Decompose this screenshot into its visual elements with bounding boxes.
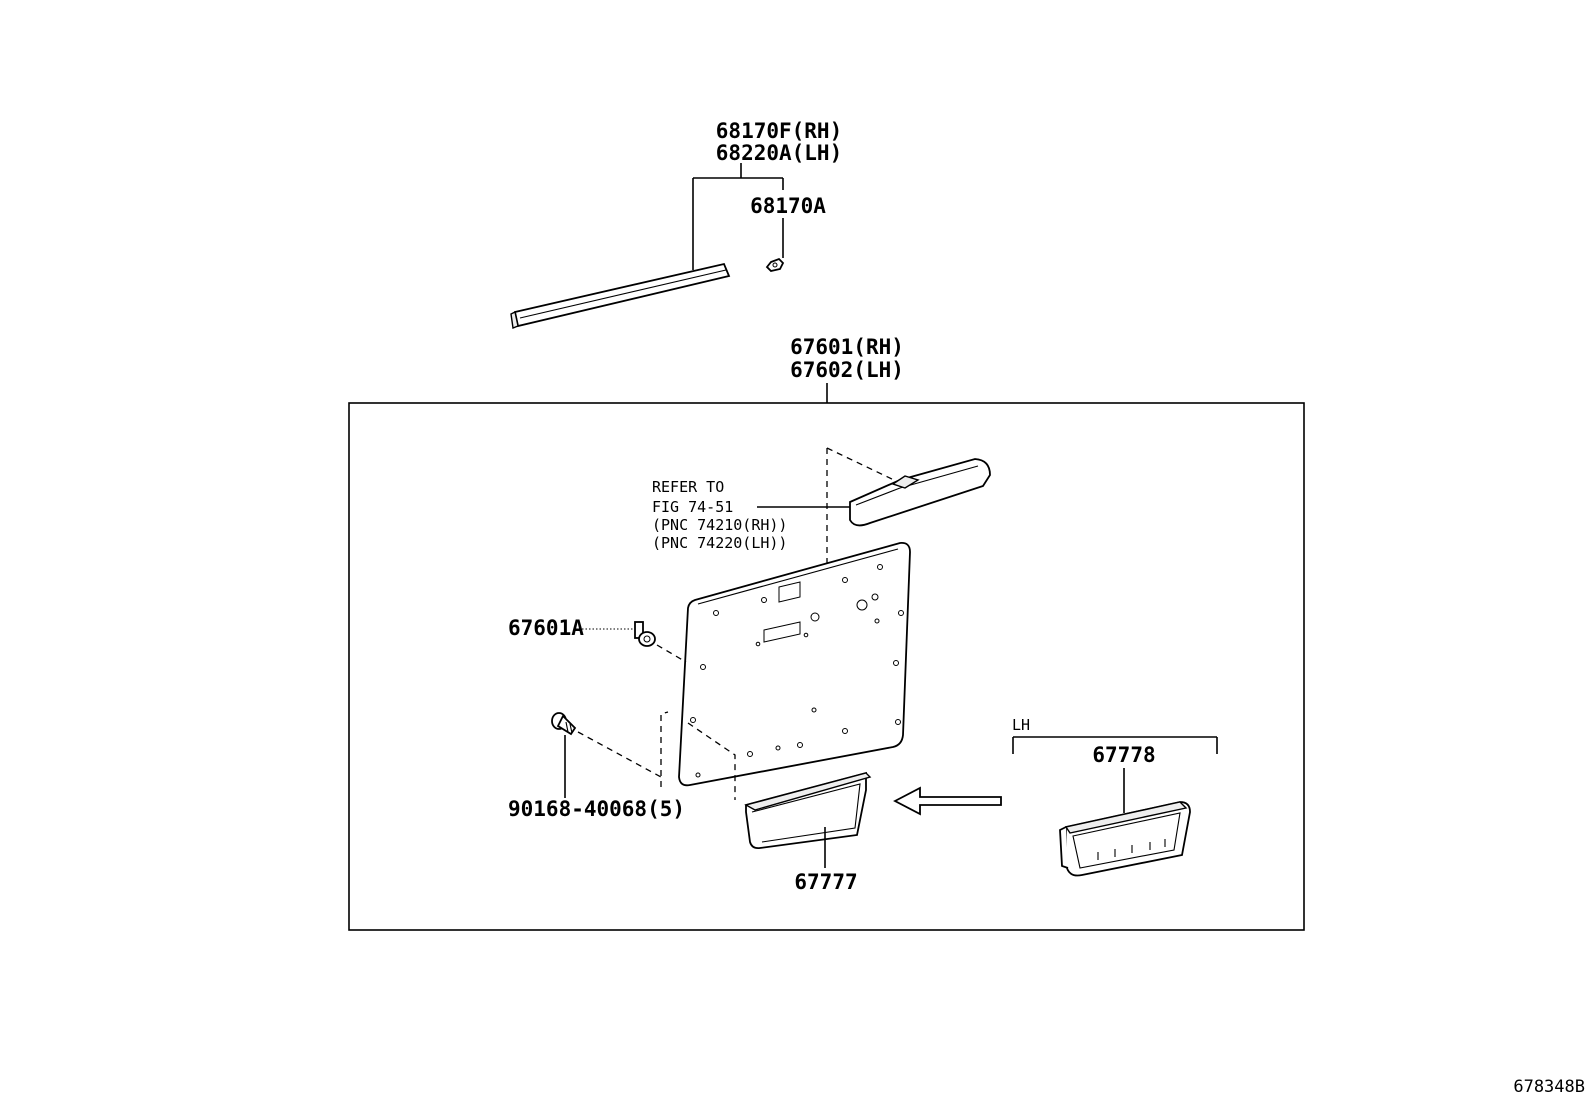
pocket-dash [687, 722, 736, 800]
figure-code: 678348B [1513, 1077, 1585, 1097]
label-board-lh: 67602(LH) [790, 358, 904, 382]
refer-text-4: (PNC 74220(LH)) [652, 534, 787, 552]
refer-text-3: (PNC 74210(RH)) [652, 516, 787, 534]
label-lh-tag: LH [1012, 716, 1030, 734]
label-board-rh: 67601(RH) [790, 335, 904, 359]
switch-opening [778, 581, 801, 603]
refer-text-1: REFER TO [652, 478, 724, 496]
door-pocket-part[interactable] [744, 771, 872, 850]
door-pocket-lh-part[interactable] [1059, 801, 1191, 877]
label-clip: 68170A [750, 194, 826, 218]
board-clip-part[interactable] [634, 621, 656, 647]
board-assembly-frame [348, 402, 1305, 931]
left-arrow [893, 786, 1002, 816]
armrest-part[interactable] [849, 458, 991, 527]
clip-board-dash [656, 644, 687, 663]
door-trim-board[interactable] [678, 542, 911, 787]
label-molding-rh: 68170F(RH) [716, 119, 842, 143]
label-pocket-lh: 67778 [1092, 743, 1155, 767]
screw-dash [577, 731, 662, 778]
label-clip-board: 67601A [508, 616, 584, 640]
molding-clip-part[interactable] [765, 257, 785, 272]
label-pocket: 67777 [794, 870, 857, 894]
handle-opening [763, 621, 801, 643]
refer-text-2: FIG 74-51 [652, 498, 733, 516]
screw-part[interactable] [551, 712, 577, 736]
label-molding-lh: 68220A(LH) [716, 141, 842, 165]
belt-molding-part[interactable] [510, 262, 731, 329]
label-screw: 90168-40068(5) [508, 797, 685, 821]
armrest-guide-dash [826, 447, 895, 481]
screw-bracket-dash [660, 711, 669, 787]
